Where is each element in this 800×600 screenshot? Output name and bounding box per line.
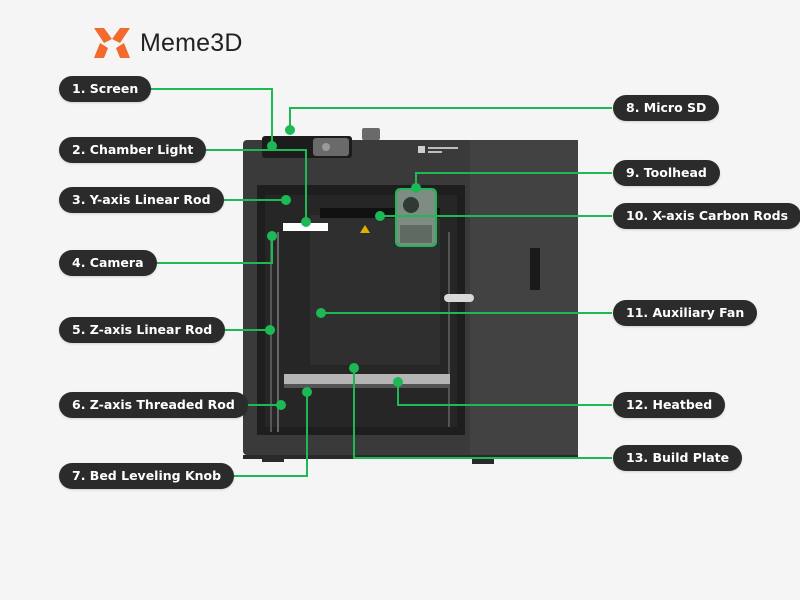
dot-carbon-rods bbox=[375, 211, 385, 221]
label-chamber-light: 2. Chamber Light bbox=[59, 137, 207, 163]
connector-8 bbox=[289, 107, 612, 130]
connector-13 bbox=[353, 368, 612, 459]
connector-7 bbox=[206, 392, 308, 477]
label-bed-leveling-knob: 7. Bed Leveling Knob bbox=[59, 463, 235, 489]
label-x-axis-carbon-rods: 10. X-axis Carbon Rods bbox=[613, 203, 800, 229]
dot-build-plate bbox=[349, 363, 359, 373]
label-screen: 1. Screen bbox=[59, 76, 152, 102]
label-y-axis-linear-rod: 3. Y-axis Linear Rod bbox=[59, 187, 224, 213]
label-auxiliary-fan: 11. Auxiliary Fan bbox=[613, 300, 758, 326]
connector-12 bbox=[397, 382, 612, 406]
label-z-axis-threaded-rod: 6. Z-axis Threaded Rod bbox=[59, 392, 248, 418]
dot-camera bbox=[267, 231, 277, 241]
dot-chamber-light bbox=[301, 217, 311, 227]
connector-1 bbox=[136, 88, 273, 146]
dot-y-rod bbox=[281, 195, 291, 205]
brand-name: Meme3D bbox=[140, 28, 243, 57]
dot-z-threaded-rod bbox=[276, 400, 286, 410]
connector-lines bbox=[136, 88, 612, 477]
dot-z-linear-rod bbox=[265, 325, 275, 335]
label-build-plate: 13. Build Plate bbox=[613, 445, 743, 471]
dot-screen bbox=[267, 141, 277, 151]
callout-dots bbox=[265, 125, 421, 410]
dot-toolhead bbox=[411, 183, 421, 193]
dot-bed-knob bbox=[302, 387, 312, 397]
label-toolhead: 9. Toolhead bbox=[613, 160, 720, 186]
connector-4 bbox=[142, 236, 273, 264]
meme3d-logo-icon bbox=[94, 28, 130, 58]
dot-heatbed bbox=[393, 377, 403, 387]
printer-body bbox=[243, 128, 578, 464]
dot-aux-fan bbox=[316, 308, 326, 318]
label-camera: 4. Camera bbox=[59, 250, 157, 276]
label-heatbed: 12. Heatbed bbox=[613, 392, 726, 418]
brand-logo: Meme3D bbox=[94, 28, 243, 58]
label-micro-sd: 8. Micro SD bbox=[613, 95, 720, 121]
dot-micro-sd bbox=[285, 125, 295, 135]
label-z-axis-linear-rod: 5. Z-axis Linear Rod bbox=[59, 317, 226, 343]
connector-2 bbox=[180, 149, 307, 222]
